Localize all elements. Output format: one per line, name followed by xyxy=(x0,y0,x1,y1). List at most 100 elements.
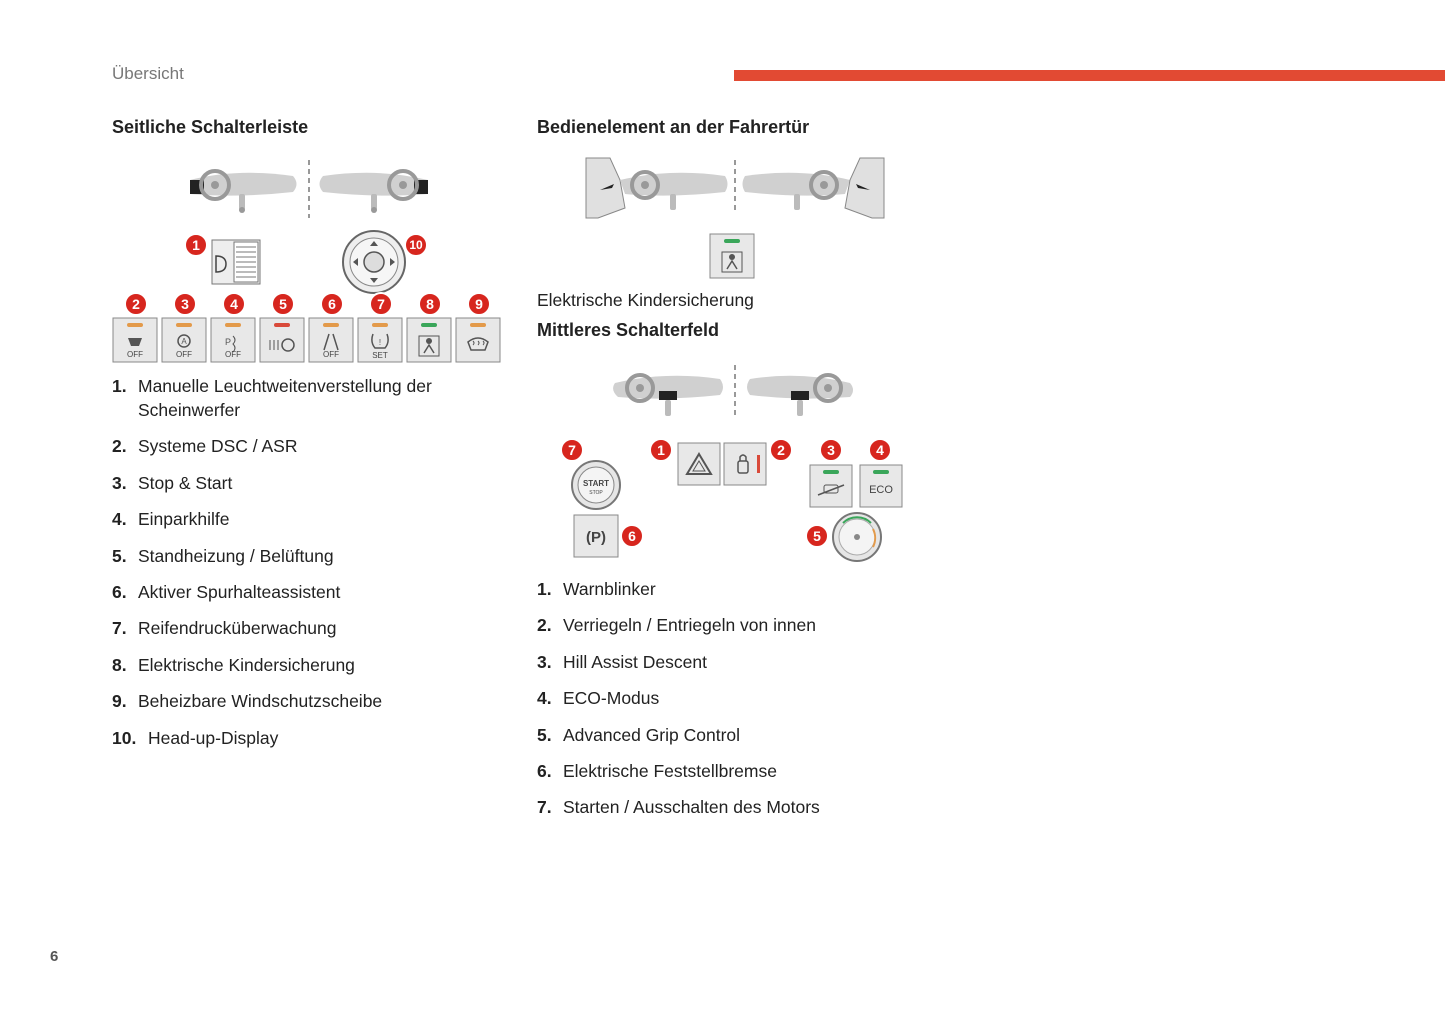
parking-aid-off-button: P OFF xyxy=(210,317,256,363)
list-item-number: 2. xyxy=(112,436,127,457)
list-item-label: Manuelle Leuchtweitenverstellung der Sch… xyxy=(138,376,432,420)
dashboard-lhd-icon xyxy=(190,169,297,213)
svg-text:A: A xyxy=(181,337,187,346)
list-item-number: 3. xyxy=(112,472,127,493)
lane-assist-off-button: OFF xyxy=(308,317,354,363)
list-item-label: Starten / Ausschalten des Motors xyxy=(563,797,820,818)
left-callout-badge: 8 xyxy=(418,292,442,316)
list-item: 6. Elektrische Feststellbremse xyxy=(537,759,957,783)
eco-button: ECO xyxy=(859,464,903,508)
right-callout-badge: 7 xyxy=(560,438,584,462)
list-item: 4. ECO-Modus xyxy=(537,686,957,710)
side-switch-illustration: OFF A OFF P OFF OFF xyxy=(112,160,501,363)
hill-descent-button xyxy=(809,464,853,508)
list-item-label: Reifendrucküberwachung xyxy=(138,618,337,639)
dsc-off-button: OFF xyxy=(112,317,158,363)
list-item-number: 2. xyxy=(537,615,552,636)
list-item: 1.Warnblinker xyxy=(537,577,957,601)
center-panel-illustration: START STOP (P) ECO xyxy=(571,365,903,562)
center-panel-list: 1.Warnblinker 2. Verriegeln / Entriegeln v… xyxy=(537,577,957,832)
center-panel-heading: Mittleres Schalterfeld xyxy=(537,320,720,340)
left-callout-badge: 4 xyxy=(222,292,246,316)
button-set-label: SET xyxy=(372,351,388,360)
list-item-label: Standheizung / Belüftung xyxy=(138,545,334,566)
list-item-number: 4. xyxy=(112,509,127,530)
right-callout-badge: 1 xyxy=(649,438,673,462)
list-item-number: 9. xyxy=(112,691,127,712)
door-lhd-icon xyxy=(585,157,728,219)
stop-label: STOP xyxy=(589,490,603,496)
list-item-label: Head-up-Display xyxy=(148,727,279,748)
list-item: 8. Elektrische Kindersicherung xyxy=(112,653,492,677)
list-item-label: ECO-Modus xyxy=(563,688,660,709)
list-item-label: Systeme DSC / ASR xyxy=(138,436,298,457)
start-stop-button: START STOP xyxy=(571,460,621,510)
list-item-label: Elektrische Feststellbremse xyxy=(563,760,777,781)
header-accent-bar xyxy=(734,70,1445,81)
center-dashboard-lhd-icon xyxy=(613,373,723,416)
right-callout-badge: 4 xyxy=(868,438,892,462)
list-item: 2. Verriegeln / Entriegeln von innen xyxy=(537,613,957,637)
list-item-label: Verriegeln / Entriegeln von innen xyxy=(563,615,816,636)
tyre-pressure-set-button: ! SET xyxy=(357,317,403,363)
list-item-number: 1. xyxy=(537,579,552,599)
list-item-number: 1. xyxy=(112,376,127,396)
list-item-number: 7. xyxy=(112,618,127,639)
button-off-label: OFF xyxy=(127,350,143,359)
left-callout-badge: 6 xyxy=(320,292,344,316)
list-item-label: Beheizbare Windschutzscheibe xyxy=(138,691,383,712)
list-item-number: 7. xyxy=(537,797,552,818)
button-off-label: OFF xyxy=(176,350,192,359)
list-item: 1. Manuelle Leuchtweitenverstellung der S… xyxy=(112,374,492,422)
hud-joystick-icon xyxy=(342,230,406,294)
list-item-number: 6. xyxy=(112,581,127,602)
list-item: 9. Beheizbare Windschutzscheibe xyxy=(112,689,492,713)
list-item: 7. Starten / Ausschalten des Motors xyxy=(537,795,957,819)
left-callout-badge: 10 xyxy=(404,233,428,257)
button-off-label: OFF xyxy=(323,350,339,359)
start-label: START xyxy=(583,479,609,488)
door-rhd-icon xyxy=(742,157,885,219)
left-callout-badge: 1 xyxy=(184,233,208,257)
auxiliary-heating-button xyxy=(259,317,305,363)
driver-door-illustration xyxy=(585,157,885,279)
hazard-button xyxy=(677,442,721,486)
list-item-number: 5. xyxy=(112,545,127,566)
list-item-number: 6. xyxy=(537,760,552,781)
grip-control-dial xyxy=(832,512,882,562)
list-item-number: 8. xyxy=(112,654,127,675)
central-lock-button xyxy=(723,442,767,486)
center-dashboard-rhd-icon xyxy=(747,373,853,416)
right-callout-badge: 5 xyxy=(805,524,829,548)
svg-text:!: ! xyxy=(379,338,381,347)
stop-start-off-button: A OFF xyxy=(161,317,207,363)
list-item-label: Einparkhilfe xyxy=(138,509,230,530)
list-item-number: 10. xyxy=(112,727,137,748)
list-item: 3. Hill Assist Descent xyxy=(537,650,957,674)
list-item-number: 4. xyxy=(537,688,552,709)
list-item-number: 3. xyxy=(537,651,552,672)
list-item-label: Elektrische Kindersicherung xyxy=(138,654,355,675)
left-callout-badge: 3 xyxy=(173,292,197,316)
parking-label: (P) xyxy=(586,529,606,546)
list-item: 2. Systeme DSC / ASR xyxy=(112,434,492,458)
driver-door-heading: Bedienelement an der Fahrertür xyxy=(537,117,810,137)
list-item-label: Stop & Start xyxy=(138,472,233,493)
list-item: 6. Aktiver Spurhalteassistent xyxy=(112,580,492,604)
parking-brake-switch: (P) xyxy=(573,514,619,558)
left-callout-badge: 7 xyxy=(369,292,393,316)
side-switch-heading: Seitliche Schalterleiste xyxy=(112,117,309,137)
eco-label: ECO xyxy=(869,484,893,496)
list-item: 5. Standheizung / Belüftung xyxy=(112,544,492,568)
list-item: 3. Stop & Start xyxy=(112,471,492,495)
list-item-number: 5. xyxy=(537,724,552,745)
door-child-lock-button xyxy=(709,233,755,279)
list-item: 10. Head-up-Display xyxy=(112,726,492,750)
list-item-label: Hill Assist Descent xyxy=(563,651,707,672)
left-callout-badge: 2 xyxy=(124,292,148,316)
right-callout-badge: 3 xyxy=(819,438,843,462)
side-switch-list: 1. Manuelle Leuchtweitenverstellung der S… xyxy=(112,374,492,762)
list-item-label: Aktiver Spurhalteassistent xyxy=(138,581,341,602)
right-callout-badge: 2 xyxy=(769,438,793,462)
right-callout-badge: 6 xyxy=(620,524,644,548)
